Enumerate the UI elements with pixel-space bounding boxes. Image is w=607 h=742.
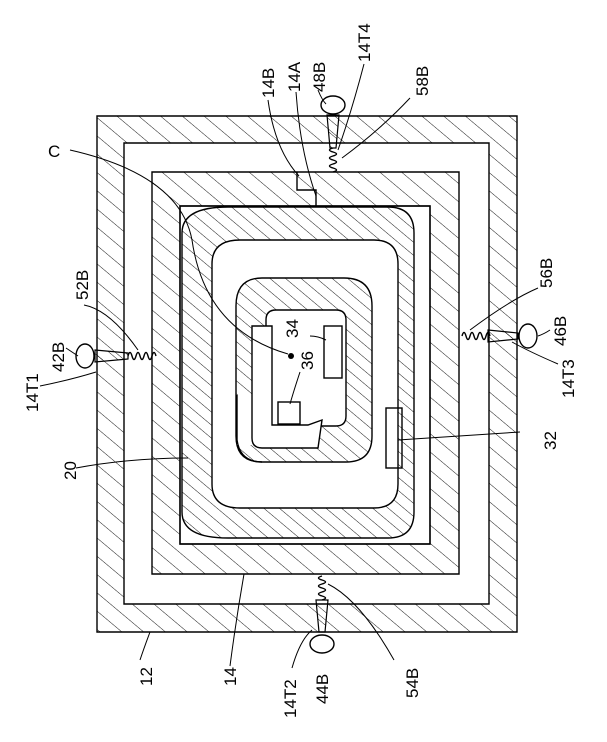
leader-46B bbox=[538, 330, 550, 336]
label-58B: 58B bbox=[413, 66, 432, 96]
label-48B: 48B bbox=[310, 62, 329, 92]
spring-56B bbox=[462, 333, 490, 340]
center-point-C bbox=[288, 353, 294, 359]
label-54B: 54B bbox=[403, 668, 422, 698]
label-56B: 56B bbox=[537, 258, 556, 288]
label-C: C bbox=[48, 142, 60, 161]
screw-head-48B bbox=[321, 96, 345, 114]
leader-14T1 bbox=[40, 372, 96, 386]
spring-54B bbox=[319, 576, 326, 600]
label-34: 34 bbox=[283, 319, 302, 338]
label-14B: 14B bbox=[259, 68, 278, 98]
leader-14T2 bbox=[292, 630, 312, 668]
screw-head-42B bbox=[76, 344, 94, 368]
screw-head-46B bbox=[519, 324, 537, 348]
label-52B: 52B bbox=[73, 270, 92, 300]
label-14T1: 14T1 bbox=[23, 373, 42, 412]
hook-tab-36 bbox=[278, 402, 300, 424]
inner-frame bbox=[180, 206, 430, 544]
label-14T3: 14T3 bbox=[559, 359, 578, 398]
label-44B: 44B bbox=[313, 674, 332, 704]
label-46B: 46B bbox=[551, 316, 570, 346]
label-20: 20 bbox=[61, 461, 80, 480]
label-42B: 42B bbox=[49, 342, 68, 372]
element-34 bbox=[324, 326, 342, 378]
label-14A: 14A bbox=[285, 61, 304, 92]
label-14T4: 14T4 bbox=[355, 23, 374, 62]
label-14T2: 14T2 bbox=[281, 679, 300, 718]
coil-ring-20 bbox=[182, 207, 414, 538]
label-32: 32 bbox=[541, 431, 560, 450]
screw-head-44B bbox=[310, 635, 334, 653]
leader-12 bbox=[140, 632, 150, 660]
spring-58B bbox=[330, 148, 337, 172]
label-14: 14 bbox=[221, 667, 240, 686]
leader-36 bbox=[290, 372, 300, 404]
label-12: 12 bbox=[137, 667, 156, 686]
label-36: 36 bbox=[298, 351, 317, 370]
